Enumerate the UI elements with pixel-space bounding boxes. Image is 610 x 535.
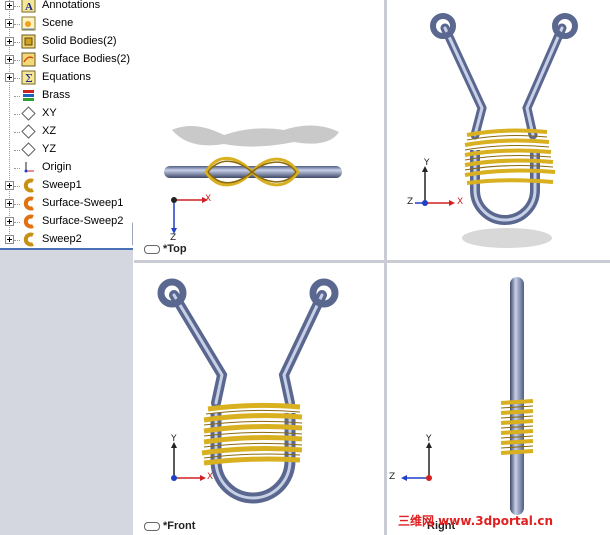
tree-item-scene[interactable]: Scene: [0, 15, 133, 33]
tree-connector: [14, 168, 20, 169]
expand-icon[interactable]: [5, 19, 14, 28]
tree-item-label: Surface-Sweep2: [42, 215, 124, 227]
axis-x-label: X: [207, 472, 214, 482]
tree-item-yz[interactable]: YZ: [0, 141, 133, 159]
axis-y-label: Y: [171, 434, 177, 444]
tree-connector: [14, 186, 20, 187]
tree-item-label: Annotations: [42, 0, 101, 11]
axis-z-label: Z: [407, 197, 414, 207]
expand-icon[interactable]: [5, 73, 14, 82]
expand-icon[interactable]: [5, 181, 14, 190]
tree-connector: [14, 6, 20, 7]
tree-item-xy[interactable]: XY: [0, 105, 133, 123]
tree-connector: [14, 222, 20, 223]
tree-connector: [14, 96, 20, 97]
tree-connector: [14, 60, 20, 61]
tree-connector: [14, 240, 20, 241]
expand-icon[interactable]: [5, 55, 14, 64]
axis-z-label: Z: [389, 472, 396, 482]
tree-item-label: Sweep2: [42, 233, 82, 245]
svg-text:Σ: Σ: [25, 72, 33, 85]
tree-item-label: Solid Bodies(2): [42, 35, 117, 47]
axis-y-label: Y: [426, 434, 432, 444]
tree-connector: [14, 42, 20, 43]
tree-item-xz[interactable]: XZ: [0, 123, 133, 141]
expand-icon[interactable]: [5, 199, 14, 208]
tree-item-label: Origin: [42, 161, 72, 173]
material-icon: [21, 88, 36, 103]
front-view-model: [157, 278, 339, 504]
tree-item-label: Surface-Sweep1: [42, 197, 124, 209]
svg-text:A: A: [25, 1, 33, 13]
tree-item-label: Brass: [42, 89, 71, 101]
expand-icon[interactable]: [5, 217, 14, 226]
tree-item-surface-sweep1[interactable]: Surface-Sweep1: [0, 195, 133, 213]
viewport-front[interactable]: Y X *Front: [134, 263, 384, 535]
tree-item-label: Equations: [42, 71, 91, 83]
tree-item-surface-sweep2[interactable]: Surface-Sweep2: [0, 213, 133, 231]
link-views-icon: [144, 244, 160, 254]
axis-x-label: X: [457, 197, 464, 207]
tree-item-origin[interactable]: Origin: [0, 159, 133, 177]
isometric-view-model: [415, 13, 578, 248]
solid-bodies-icon: [21, 34, 36, 49]
viewport-splitter-vertical[interactable]: [384, 0, 387, 535]
tree-connector: [14, 114, 20, 115]
tree-item-label: YZ: [42, 143, 57, 155]
tree-connector: [14, 204, 20, 205]
axis-x-label: X: [205, 194, 212, 204]
tree-item-label: Surface Bodies(2): [42, 53, 131, 65]
link-views-icon: [144, 521, 160, 531]
sweep-icon: [21, 178, 36, 193]
viewport-top[interactable]: X Z *Top: [134, 0, 384, 260]
panel-collapse-handle[interactable]: ◀ ◀: [132, 222, 133, 246]
viewport-label-right[interactable]: Right: [427, 520, 456, 532]
tree-item-solid-bodies-2[interactable]: Solid Bodies(2): [0, 33, 133, 51]
axis-z-label: Z: [170, 233, 177, 243]
viewport-label-top[interactable]: *Top: [144, 243, 187, 255]
tree-connector: [14, 24, 20, 25]
origin-icon: [21, 160, 36, 175]
sweep-icon: [21, 232, 36, 247]
expand-icon[interactable]: [5, 37, 14, 46]
tree-item-label: Sweep1: [42, 179, 82, 191]
plane-icon: [21, 106, 36, 121]
right-view-model: [401, 277, 534, 515]
surface-bodies-icon: [21, 52, 36, 67]
tree-item-label: XZ: [42, 125, 57, 137]
tree-item-surface-bodies-2[interactable]: Surface Bodies(2): [0, 51, 133, 69]
plane-icon: [21, 124, 36, 139]
tree-connector-line: [9, 0, 10, 240]
surface-sweep-icon: [21, 196, 36, 211]
viewport-isometric[interactable]: Y X Z: [387, 0, 610, 260]
tree-item-brass[interactable]: Brass: [0, 87, 133, 105]
tree-connector: [14, 78, 20, 79]
equations-icon: Σ: [21, 70, 36, 85]
viewport-splitter-horizontal[interactable]: [134, 260, 610, 263]
watermark-text: 三维网 www.3dportal.cn: [398, 514, 554, 528]
tree-item-label: XY: [42, 107, 57, 119]
expand-icon[interactable]: [5, 1, 14, 10]
tree-item-annotations[interactable]: A Annotations: [0, 0, 133, 15]
axis-y-label: Y: [424, 158, 430, 168]
tree-item-label: Scene: [42, 17, 74, 29]
surface-sweep-icon: [21, 214, 36, 229]
annotations-icon: A: [21, 0, 36, 13]
tree-connector: [14, 132, 20, 133]
viewport-right[interactable]: Y Z Right: [387, 263, 610, 535]
tree-connector: [14, 150, 20, 151]
tree-item-sweep2[interactable]: Sweep2: [0, 231, 133, 249]
tree-item-equations[interactable]: Σ Equations: [0, 69, 133, 87]
expand-icon[interactable]: [5, 235, 14, 244]
scene-icon: [21, 16, 36, 31]
tree-item-sweep1[interactable]: Sweep1: [0, 177, 133, 195]
top-view-model: [164, 125, 342, 234]
plane-icon: [21, 142, 36, 157]
viewport-label-front[interactable]: *Front: [144, 520, 195, 532]
